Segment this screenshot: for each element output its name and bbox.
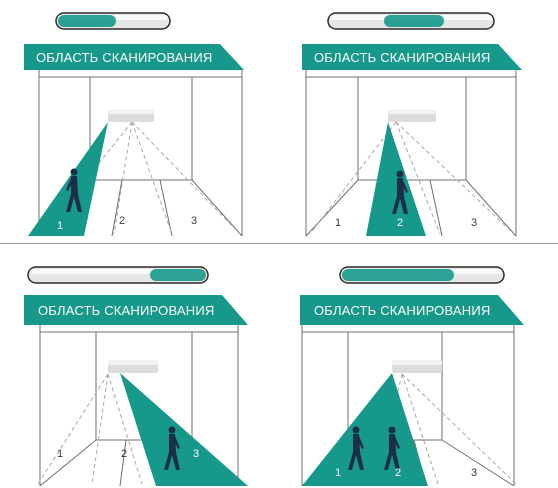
person-walking-icon — [392, 170, 408, 214]
zone-label-2: 2 — [394, 467, 402, 479]
zone-label-1: 1 — [334, 467, 342, 479]
scan-area-banner — [24, 295, 248, 325]
scan-panel-2: ОБЛАСТЬ СКАНИРОВАНИЯ 1 2 3 — [290, 4, 558, 240]
scan-diagram-1 — [24, 12, 244, 237]
scan-area-title: ОБЛАСТЬ СКАНИРОВАНИЯ — [314, 50, 491, 65]
scan-area-title: ОБЛАСТЬ СКАНИРОВАНИЯ — [36, 50, 213, 65]
scan-indicator-bar-icon — [55, 12, 171, 30]
zone-label-3: 3 — [192, 448, 200, 460]
air-conditioner-unit-icon — [108, 360, 158, 373]
scan-indicator-bar-icon — [27, 266, 209, 284]
scan-indicator-bar-icon — [327, 12, 495, 30]
air-conditioner-unit-icon — [388, 109, 436, 122]
zone-label-1: 1 — [56, 220, 64, 232]
active-scan-beam-zone-2 — [366, 122, 426, 236]
scan-area-banner — [300, 295, 524, 325]
person-walking-icon — [66, 168, 82, 212]
person-walking-icon — [164, 426, 180, 470]
scan-panel-3: ОБЛАСТЬ СКАНИРОВАНИЯ 1 2 3 — [12, 250, 282, 486]
zone-label-2: 2 — [120, 448, 128, 460]
scan-panel-4: ОБЛАСТЬ СКАНИРОВАНИЯ 1 2 3 — [288, 250, 558, 486]
zone-label-3: 3 — [190, 215, 198, 227]
scan-diagram-3 — [24, 266, 248, 486]
zone-label-1: 1 — [334, 217, 342, 229]
scan-dashed-lines — [309, 121, 515, 235]
scan-dashed-lines — [37, 373, 143, 485]
section-divider — [0, 243, 558, 244]
scan-diagram-4 — [300, 266, 524, 486]
zone-label-3: 3 — [470, 217, 478, 229]
scan-area-banner — [24, 44, 244, 70]
zone-label-1: 1 — [56, 448, 64, 460]
active-scan-beam-zone-1-2 — [302, 373, 428, 486]
scan-area-title: ОБЛАСТЬ СКАНИРОВАНИЯ — [38, 303, 215, 318]
scan-panel-1: ОБЛАСТЬ СКАНИРОВАНИЯ 1 2 3 — [12, 4, 282, 240]
scan-diagram-2 — [302, 12, 522, 237]
scan-area-title: ОБЛАСТЬ СКАНИРОВАНИЯ — [314, 303, 491, 318]
active-scan-beam-zone-1 — [28, 122, 108, 236]
active-scan-beam-zone-3 — [120, 373, 248, 486]
scan-area-banner — [302, 44, 522, 70]
zone-label-2: 2 — [396, 217, 404, 229]
scan-indicator-bar-icon — [339, 266, 505, 284]
person-walking-icon — [384, 426, 400, 470]
zone-label-3: 3 — [470, 467, 478, 479]
person-walking-icon — [348, 426, 364, 470]
air-conditioner-unit-icon — [392, 360, 442, 373]
zone-label-2: 2 — [118, 215, 126, 227]
air-conditioner-unit-icon — [108, 109, 154, 122]
